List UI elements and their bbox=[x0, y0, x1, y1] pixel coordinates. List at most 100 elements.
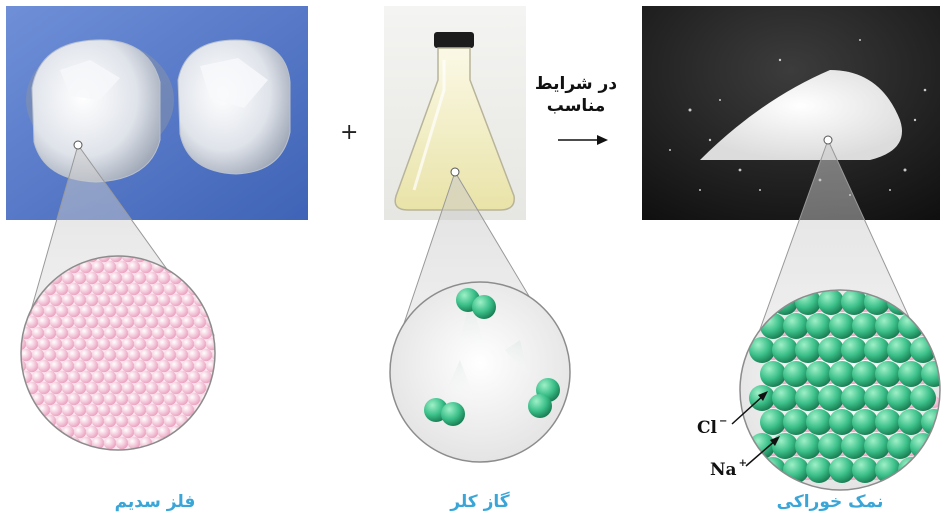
sodium-atom bbox=[37, 425, 51, 439]
sodium-atom bbox=[79, 304, 93, 318]
sodium-atom bbox=[103, 326, 117, 340]
sodium-atom bbox=[103, 260, 117, 274]
sodium-atom bbox=[31, 326, 45, 340]
sodium-atom bbox=[21, 282, 33, 296]
sodium-atom bbox=[31, 436, 45, 450]
sodium-atom bbox=[193, 337, 207, 351]
sodium-atom bbox=[21, 256, 27, 263]
chloride-ion bbox=[829, 457, 855, 483]
sodium-atom bbox=[145, 315, 159, 329]
chloride-ion bbox=[921, 313, 940, 339]
sodium-atom bbox=[103, 282, 117, 296]
reaction-arrow bbox=[558, 135, 608, 145]
sodium-atom bbox=[109, 337, 123, 351]
sodium-atom bbox=[109, 425, 123, 439]
sodium-atom bbox=[97, 381, 111, 395]
sodium-atom bbox=[175, 282, 189, 296]
sodium-atom bbox=[181, 381, 195, 395]
chloride-ion-label: Cl− bbox=[697, 416, 727, 438]
chloride-ion bbox=[829, 361, 855, 387]
salt-lattice-zoom bbox=[739, 289, 941, 491]
sodium-atom bbox=[97, 315, 111, 329]
condition-line-2: مناسب bbox=[546, 96, 606, 116]
sodium-charge: + bbox=[738, 458, 747, 469]
sodium-atom bbox=[25, 359, 39, 373]
sodium-ion bbox=[928, 444, 940, 456]
sodium-atom bbox=[169, 337, 183, 351]
sodium-atom bbox=[163, 392, 177, 406]
zoom-point-salt bbox=[823, 135, 833, 145]
sodium-atom bbox=[73, 381, 87, 395]
sodium-atom bbox=[175, 304, 189, 318]
sodium-atom bbox=[25, 337, 39, 351]
sodium-atom bbox=[133, 293, 147, 307]
sodium-atom bbox=[187, 304, 201, 318]
sodium-atom bbox=[103, 304, 117, 318]
sodium-atom bbox=[175, 260, 189, 274]
chlorine-gas-label: گاز کلر bbox=[450, 492, 510, 512]
sodium-atom bbox=[145, 425, 159, 439]
sodium-atom bbox=[121, 293, 135, 307]
sodium-atom bbox=[55, 392, 69, 406]
sodium-atom bbox=[85, 359, 99, 373]
sodium-atom bbox=[21, 337, 27, 351]
chloride-ion bbox=[818, 385, 844, 411]
sodium-atom bbox=[181, 337, 195, 351]
sodium-atom bbox=[187, 436, 201, 450]
chloride-ion bbox=[749, 433, 775, 459]
sodium-atom bbox=[97, 337, 111, 351]
sodium-atom bbox=[211, 348, 215, 362]
sodium-atom bbox=[199, 436, 213, 450]
chloride-ion bbox=[760, 457, 786, 483]
sodium-atom bbox=[199, 326, 213, 340]
sodium-atom bbox=[55, 348, 69, 362]
sodium-atom bbox=[91, 282, 105, 296]
chloride-ion bbox=[898, 361, 924, 387]
chloride-ion bbox=[898, 409, 924, 435]
chloride-ion bbox=[795, 337, 821, 363]
sodium-atom bbox=[61, 403, 75, 417]
sodium-atom bbox=[21, 403, 27, 417]
sodium-atom bbox=[115, 348, 129, 362]
sodium-atom bbox=[127, 326, 141, 340]
sodium-atom bbox=[193, 381, 207, 395]
chloride-ion bbox=[910, 385, 936, 411]
sodium-atom bbox=[181, 256, 195, 263]
sodium-atom bbox=[211, 414, 215, 428]
sodium-atom bbox=[175, 370, 189, 384]
sodium-atom bbox=[175, 436, 189, 450]
sodium-atom bbox=[139, 282, 153, 296]
sodium-atom bbox=[163, 348, 177, 362]
sodium-atom bbox=[79, 260, 93, 274]
sodium-atom bbox=[169, 256, 183, 263]
sodium-atom bbox=[157, 359, 171, 373]
sodium-atom bbox=[115, 392, 129, 406]
sodium-atom bbox=[151, 370, 165, 384]
condition-line-1: در شرایط bbox=[534, 74, 618, 94]
cl2-molecule bbox=[424, 398, 465, 426]
sodium-atom bbox=[181, 315, 195, 329]
sodium-atom bbox=[55, 436, 69, 450]
sodium-atom bbox=[127, 282, 141, 296]
chloride-ion bbox=[829, 313, 855, 339]
sodium-atom bbox=[67, 282, 81, 296]
sodium-atom bbox=[139, 370, 153, 384]
chloride-ion bbox=[795, 385, 821, 411]
sodium-atom bbox=[43, 436, 57, 450]
sodium-atom bbox=[85, 271, 99, 285]
sodium-atom bbox=[157, 381, 171, 395]
chloride-ion bbox=[760, 409, 786, 435]
sodium-atom bbox=[199, 282, 213, 296]
sodium-atom bbox=[139, 414, 153, 428]
sodium-atom bbox=[115, 260, 129, 274]
sodium-atom bbox=[43, 370, 57, 384]
sodium-ion bbox=[928, 300, 940, 312]
chloride-ion bbox=[783, 313, 809, 339]
sodium-atom bbox=[21, 414, 33, 428]
sodium-atom bbox=[37, 293, 51, 307]
sodium-atom bbox=[25, 256, 39, 263]
sodium-atom bbox=[163, 304, 177, 318]
chloride-arrow bbox=[731, 391, 768, 425]
sodium-atom bbox=[145, 293, 159, 307]
